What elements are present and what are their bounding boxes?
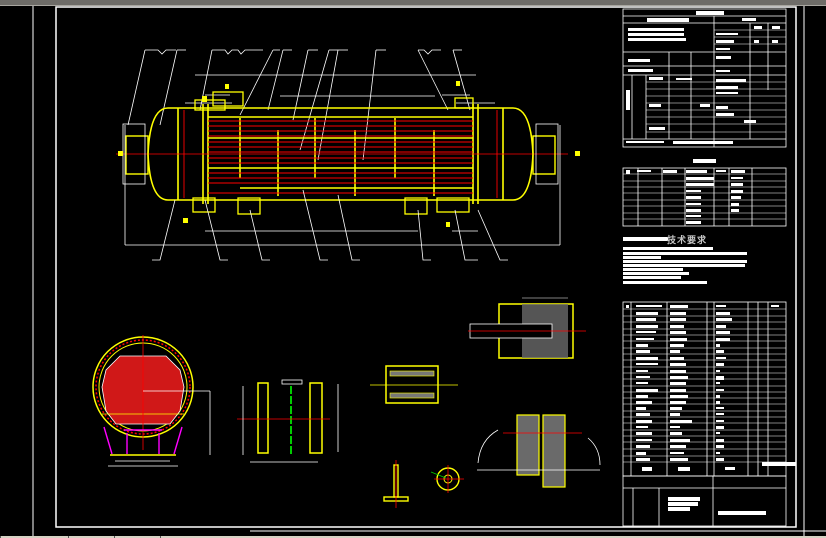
top-part-leaders [127,49,471,161]
title-block [622,8,787,527]
window-chrome-top-edge [0,5,826,6]
saddle-support [103,426,183,455]
greeked-text [623,11,796,515]
nozzle-table-rows [623,173,786,220]
status-tab-3[interactable] [114,536,161,538]
parts-list-rows [623,308,786,463]
main-elevation-view [116,49,580,261]
section-view [92,335,211,467]
flange-detail-view [468,297,586,359]
side-nozzles [192,91,474,215]
bottom-part-leaders [152,189,508,261]
status-tab-4[interactable] [160,536,561,538]
end-nozzles [125,135,556,175]
tubesheet-joint-view [477,414,601,488]
tube-bundle [183,110,498,198]
drawing-frame [32,6,826,536]
window-chrome-top [0,0,826,5]
status-tab-1[interactable] [0,536,8,538]
status-bar [0,536,826,538]
drawing-svg [32,6,826,536]
cad-drawing-canvas[interactable] [0,6,826,536]
nozzle-detail-view [370,365,458,404]
technical-requirements-heading: 技术要求 [667,236,708,246]
status-tab-2[interactable] [68,536,114,538]
parts-list-greeked [626,305,779,471]
baffle-detail-view [237,379,339,463]
weld-details [383,460,464,508]
